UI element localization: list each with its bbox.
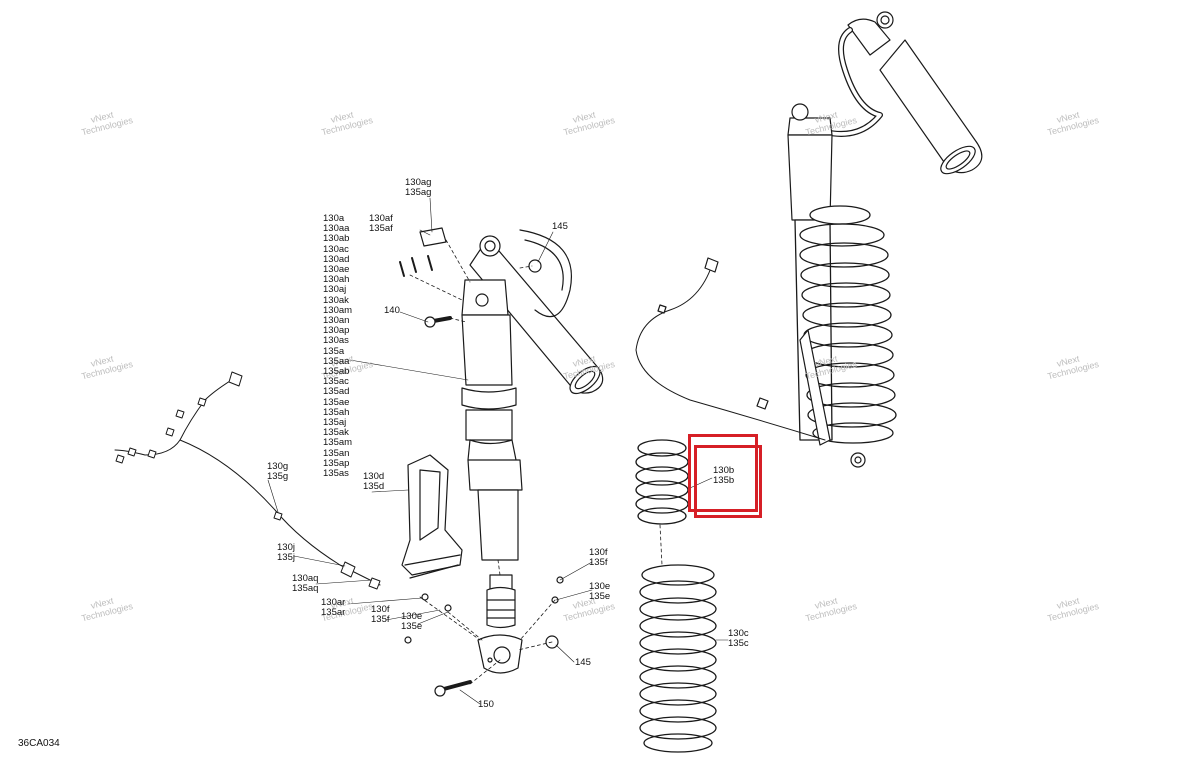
label-130ag: 130ag 135ag — [405, 177, 432, 199]
label-130f-left: 130f 135f — [371, 604, 390, 626]
label-130b: 130b 135b — [713, 465, 735, 487]
label-130c: 130c 135c — [728, 628, 749, 650]
label-130f-right: 130f 135f — [589, 547, 608, 569]
spring-small — [635, 439, 689, 525]
shock-guard — [401, 454, 463, 579]
label-130af: 130af 135af — [369, 213, 393, 235]
highlight-box-inner — [694, 445, 762, 518]
spring-large — [639, 564, 717, 753]
label-145-top: 145 — [552, 221, 568, 232]
label-130ar: 130ar 135ar — [321, 597, 346, 619]
exploded-shock-centre — [399, 227, 663, 697]
assembled-shock-right — [635, 11, 983, 468]
diagram-reference-code: 36CA034 — [18, 738, 60, 749]
label-shock-front-list: 130a 130aa 130ab 130ac 130ad 130ae 130ah… — [323, 213, 353, 480]
label-140: 140 — [384, 305, 400, 316]
leader-lines — [267, 197, 729, 705]
label-130aq: 130aq 135aq — [292, 573, 319, 595]
label-130d: 130d 135d — [363, 471, 385, 493]
highlight-box-outer — [688, 434, 758, 512]
label-130j: 130j 135j — [277, 542, 295, 564]
label-150: 150 — [478, 699, 494, 710]
label-130e-left: 130e 135e — [401, 611, 423, 633]
label-130e-right: 130e 135e — [589, 581, 611, 603]
label-130g: 130g 135g — [267, 461, 289, 483]
label-145-bottom: 145 — [575, 657, 591, 668]
